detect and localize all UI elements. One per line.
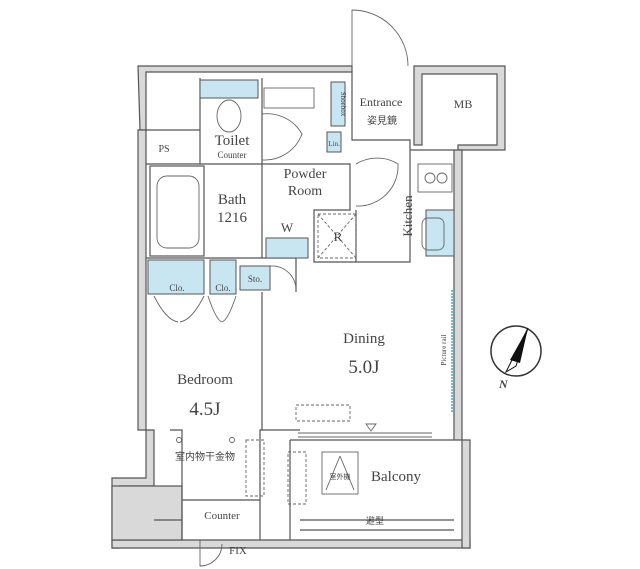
mb-label: MB xyxy=(454,97,473,111)
mirror-label: 姿見鏡 xyxy=(367,114,397,127)
bath-label: Bath xyxy=(218,192,247,208)
linen-closet xyxy=(326,131,342,153)
bedroom-size-label: 4.5J xyxy=(189,399,220,420)
powder-room-label-1: Powder xyxy=(284,167,327,182)
toilet-label: Toilet xyxy=(215,133,251,149)
storage-label: Sto. xyxy=(248,274,262,284)
entrance-label: Entrance xyxy=(360,95,403,109)
outer-walls xyxy=(111,65,506,549)
entrance-door xyxy=(351,9,409,67)
drying-hardware-label: 室内物干金物 xyxy=(175,450,235,463)
balcony-label: Balcony xyxy=(371,469,421,485)
ps-label: PS xyxy=(158,144,169,155)
closet-1-label: Clo. xyxy=(169,283,184,293)
fixtures xyxy=(147,79,455,567)
closet-2-label: Clo. xyxy=(215,283,230,293)
counter-label: Counter xyxy=(204,510,240,522)
washer-label: W xyxy=(281,220,294,235)
labels: Entrance 姿見鏡 Shoebox Lin. MB PS Toilet C… xyxy=(158,92,472,557)
north-label: N xyxy=(498,377,509,391)
compass: N xyxy=(490,325,542,391)
shoebox-label: Shoebox xyxy=(339,92,347,117)
outdoor-unit-label: 室外機 xyxy=(330,472,351,481)
bath-size-label: 1216 xyxy=(217,210,248,226)
toilet-counter-label: Counter xyxy=(218,150,247,160)
dining-size-label: 5.0J xyxy=(348,357,379,378)
dining-label: Dining xyxy=(343,331,385,347)
shoebox xyxy=(330,81,346,127)
powder-room-label-2: Room xyxy=(288,184,322,199)
bedroom-label: Bedroom xyxy=(177,372,233,388)
kitchen-label: Kitchen xyxy=(400,195,415,237)
balcony-bottom-label: 避型 xyxy=(366,515,384,526)
picture-rail-label: Picture rail xyxy=(440,334,448,365)
compass-icon xyxy=(490,325,542,377)
refrigerator-label: R xyxy=(334,229,343,244)
linen-label: Lin. xyxy=(328,140,340,148)
fix-label: FIX xyxy=(229,545,247,557)
